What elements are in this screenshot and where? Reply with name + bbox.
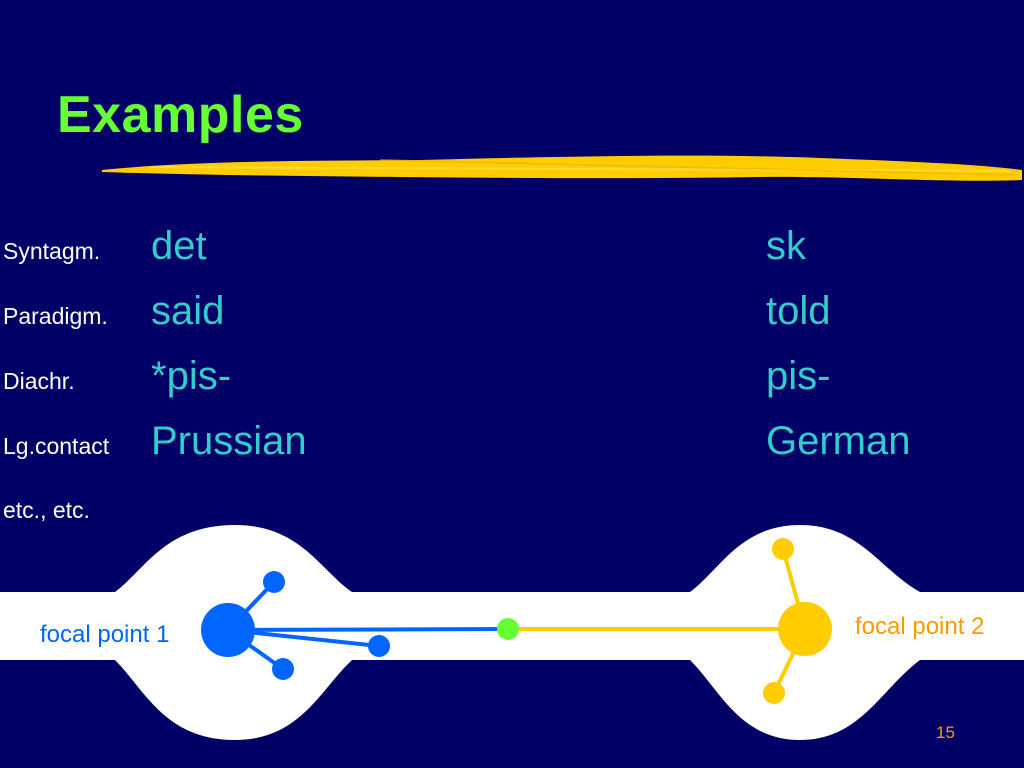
term-right-german: German bbox=[766, 419, 911, 463]
row-label-lgcontact: Lg.contact bbox=[3, 433, 110, 459]
focal-point-1-node bbox=[201, 603, 255, 657]
focal-point-1-network bbox=[201, 571, 509, 680]
row-label-etc: etc., etc. bbox=[3, 497, 90, 523]
yellow-node-bottom bbox=[763, 682, 785, 704]
midpoint-node bbox=[497, 618, 519, 640]
term-left-prussian: Prussian bbox=[151, 419, 307, 463]
blue-node-right bbox=[368, 635, 390, 657]
row-label-diachr: Diachr. bbox=[3, 368, 75, 394]
title-underline bbox=[102, 155, 1022, 181]
blue-node-top bbox=[263, 571, 285, 593]
focal-point-2-network bbox=[508, 538, 832, 704]
term-right-sk: sk bbox=[766, 224, 806, 268]
focal-point-2-label: focal point 2 bbox=[855, 613, 985, 640]
row-label-paradigm: Paradigm. bbox=[3, 303, 108, 329]
term-right-told: told bbox=[766, 289, 831, 333]
blue-node-bottom bbox=[272, 658, 294, 680]
yellow-node-top bbox=[772, 538, 794, 560]
row-label-syntagm: Syntagm. bbox=[3, 238, 101, 264]
term-right-pis: pis- bbox=[766, 354, 831, 398]
term-left-det: det bbox=[151, 224, 207, 268]
slide-title: Examples bbox=[57, 86, 304, 144]
term-left-pis: *pis- bbox=[151, 354, 232, 398]
focal-point-2-node bbox=[778, 602, 832, 656]
term-left-said: said bbox=[151, 289, 225, 333]
page-number: 15 bbox=[936, 723, 955, 742]
focal-point-1-label: focal point 1 bbox=[40, 621, 170, 648]
